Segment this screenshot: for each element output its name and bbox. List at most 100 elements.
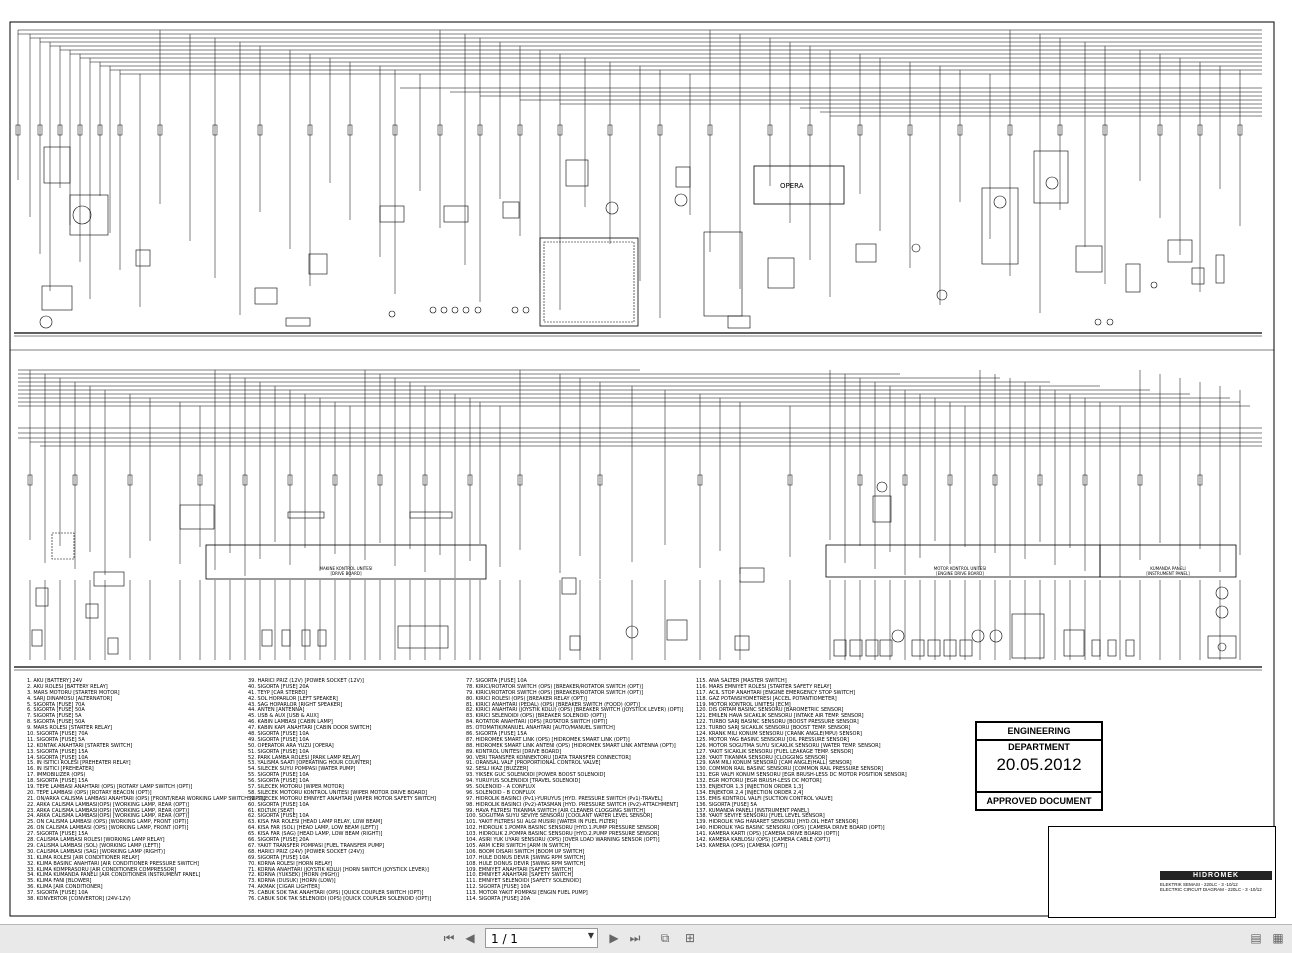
legend-item: 88. HIDROMEK SMART LINK ANTENI (OPS) [HI… (466, 742, 676, 749)
single-page-view-button[interactable]: ▤ (1248, 930, 1264, 946)
legend-item: 132. EGR MOTORU [EGR BRUSH-LESS DC MOTOR… (696, 778, 822, 785)
legend-item: 63. KISA FAR ROLESI [HEAD LAMP RELAY, LO… (248, 819, 383, 826)
stamp-date: 20.05.2012 (996, 755, 1082, 774)
page-number-input[interactable] (489, 930, 581, 948)
legend-item: 37. SIGORTA [FUSE] 10A (27, 890, 88, 897)
legend-item: 138. YAKIT SEVIYE SENSORU [FUEL LEVEL SE… (696, 813, 825, 820)
legend-item: 86. SIGORTA [FUSE] 15A (466, 731, 527, 738)
legend-item: 33. KLIMA KOMPRASORU [AIR CONDITIONER CO… (27, 866, 177, 873)
legend-item: 122. TURBO SARJ BASINC SENSORU [BOOST PR… (696, 719, 859, 726)
legend-item: 108. HULE DONUS DEVIR [SWING RPM SWITCH] (466, 860, 586, 867)
legend-item: 83. KIRICI SELENOIDI (OPS) [BREAKER SOLE… (466, 713, 607, 720)
stamp-header: ENGINEERING DEPARTMENT (977, 723, 1101, 752)
legend-item: 45. USB & AUX [USB & AUX] (248, 713, 319, 720)
previous-page-button[interactable]: ◀ (462, 930, 478, 946)
legend-item: 54. SILECEK SUYU POMPASI [WATER PUMP] (248, 766, 356, 773)
first-page-icon: ⏮ (443, 931, 455, 945)
legend-item: 89. KONTROL UNITESI [DRIVE BOARD] (466, 748, 562, 755)
legend-item: 123. TURBO SARJ SICAKLIK SENSORU [BOOST … (696, 725, 851, 732)
legend-item: 47. KABIN KAPI ANAHTARI [CABIN DOOR SWIT… (248, 725, 372, 732)
legend-item: 128. YAKIT TIKANMA SENSORU [CLOGGING SEN… (696, 754, 828, 761)
legend-item: 73. KORNA (DUSUK) [HORN (LOW)] (248, 878, 336, 885)
brand-logo: HIDROMEK (1160, 871, 1272, 880)
legend-item: 49. SIGORTA [FUSE] 10A (248, 736, 309, 743)
last-page-icon: ⏭ (629, 931, 641, 945)
legend-item: 44. ANTEN [ANTENNA] (248, 707, 305, 714)
legend-item: 21. ON/ARKA CALISMA LAMBASI ANAHTARI (OP… (27, 795, 266, 802)
legend-item: 93. YIKSEK GUC SOLENOIDI [POWER BOOST SO… (466, 772, 606, 779)
previous-page-icon: ◀ (465, 931, 475, 945)
legend-item: 94. YURUYUS SOLENOIDI [TRAVEL SOLENOID] (466, 778, 581, 785)
copy-button[interactable]: ⧉ (657, 930, 673, 946)
legend-item: 78. KIRICI/ROTATOR SWITCH (OPS) [BREAKER… (466, 683, 644, 690)
legend-item: 5. SIGORTA [FUSE] 70A (27, 701, 85, 708)
last-page-button[interactable]: ⏭ (627, 930, 643, 946)
panel-unit-label: KUMANDA PANELI (1150, 566, 1185, 571)
engine-unit-label: MOTOR KONTROL UNITESI (934, 566, 986, 571)
next-page-button[interactable]: ▶ (606, 930, 622, 946)
legend-item: 125. MOTOR YAG BASINC SENSORU [OIL PRESS… (696, 736, 849, 743)
legend-item: 70. KORNA ROLESI [HORN RELAY] (248, 860, 333, 867)
sheet-frame (9, 21, 1275, 917)
legend-item: 92. SESLI IKAZ [BUZZER] (466, 766, 529, 773)
next-page-icon: ▶ (609, 931, 619, 945)
legend-item: 71. KORNA ANAHTARI (JOYSTIK KOLU) [HORN … (248, 866, 429, 873)
legend-item: 4. SARJ DINAMOSU [ALTERNATOR] (27, 695, 113, 702)
legend-item: 23. ARKA CALISMA LAMBASI(OPS) [WORKING L… (27, 807, 190, 814)
legend-item: 30. CALISMA LAMBASI (SAG) [WORKING LAMP … (27, 848, 165, 855)
opera-label: OPERA (780, 182, 804, 190)
legend-item: 104. ASIRI YUK UYARI SENSORU (OPS) [OVER… (466, 837, 660, 844)
legend-item: 91. ORANSAL VALF [PROPORTIONAL CONTROL V… (466, 760, 601, 767)
legend-item: 46. KABIN LAMBASI [CABIN LAMP] (248, 719, 333, 726)
legend-item: 24. ARKA CALISMA LAMBASI(OPS) [WORKING L… (27, 813, 190, 820)
legend-item: 20. TEPE LAMBASI (OPS) [ROTARY BEACON (O… (27, 789, 152, 796)
legend-item: 9. MARS ROLESI [STARTER RELAY] (27, 725, 113, 732)
legend-item: 38. KONVERTOR [CONVERTOR] (24V-12V) (27, 895, 131, 902)
legend-item: 130. COMMON RAIL BASINC SENSORU [COMMON … (696, 766, 884, 773)
legend-item: 85. OTOMATIK/MANUEL ANAHTARI [AUTO/MANUE… (466, 725, 615, 732)
legend-column-2: 39. HARICI PRIZ (12V) [POWER SOCKET (12V… (248, 678, 436, 903)
legend-item: 25. ON CALISMA LAMBASI (OPS) [WORKING LA… (27, 819, 189, 826)
legend-item: 43. SAG HOPARLOR [RIGHT SPEAKER] (248, 701, 343, 708)
legend-item: 1. AKU [BATTERY] 24V (27, 678, 83, 684)
legend-item: 119. MOTOR KONTROL UNITESI [ECM] (696, 701, 791, 708)
continuous-view-button[interactable]: ▦ (1270, 930, 1286, 946)
legend-item: 6. SIGORTA [FUSE] 50A (27, 707, 85, 714)
legend-item: 62. SIGORTA [FUSE] 10A (248, 813, 309, 820)
legend-item: 118. GAZ POTANSIYOMETRESI [ACCEL POTANTI… (696, 695, 837, 702)
legend-item: 127. YAKIT SICAKLIK SENSORU [FUEL LEAKAG… (696, 748, 854, 755)
legend-item: 22. ARKA CALISMA LAMBASI(OPS) [WORKING L… (27, 801, 190, 808)
legend-item: 111. EMNIYET SELENOIDI [SAFETY SOLENOID] (466, 878, 581, 885)
legend-item: 16. IN ISITICI [PREHEATER] (27, 766, 94, 773)
legend-item: 51. SIGORTA [FUSE] 10A (248, 748, 309, 755)
legend-item: 106. BOOM DISARI SWITCH [BOOM UP SWITCH] (466, 848, 585, 855)
legend-item: 100. SOGUTMA SUYU SEVIYE SENSORU [COOLAN… (466, 813, 653, 820)
legend-item: 136. SIGORTA [FUSE] 5A (696, 801, 757, 808)
legend-item: 75. CABUK SOK TAK ANAHTARI (OPS) [QUICK … (248, 890, 424, 897)
legend-item: 141. KAMERA KARTI (OPS) [CAMERA DRIVE BO… (696, 831, 840, 838)
legend-item: 115. ANA SALTER [MASTER SWITCH] (696, 678, 787, 684)
legend-item: 120. DIS ORTAM BASINC SENSORU [BAROMETRI… (696, 707, 844, 714)
page-selector[interactable]: ▼ (485, 928, 598, 948)
legend-item: 42. SOL HOPARLOR [LEFT SPEAKER] (248, 695, 338, 702)
legend-item: 13. SIGORTA [FUSE] 15A (27, 748, 88, 755)
legend-item: 90. VERI TRANSFER KONNEKTORU [DATA TRANS… (466, 754, 631, 761)
first-page-button[interactable]: ⏮ (441, 930, 457, 946)
legend-item: 48. SIGORTA [FUSE] 10A (248, 731, 309, 738)
legend-item: 99. HAVA FILTRESI TIKANMA SWITCH [AIR CL… (466, 807, 646, 814)
legend-item: 133. ENJEKTOR 1,3 [INJECTION ORDER 1,3] (696, 784, 804, 791)
legend-item: 109. EMNIYET ANAHTARI [SAFETY SWITCH] (466, 866, 574, 873)
single-page-icon: ▤ (1250, 931, 1262, 945)
legend-item: 53. YALISMA SAATI [OPERATING HOUR COUNTE… (248, 760, 372, 767)
legend-item: 139. HIDROLIK YAG HARARET SENSORU [HYD.O… (696, 819, 859, 826)
legend-item: 17. IMMOBILIZER (OPS) (27, 772, 86, 779)
legend-item: 114. SIGORTA [FUSE] 20A (466, 895, 531, 902)
chevron-down-icon[interactable]: ▼ (587, 931, 594, 940)
legend-item: 41. TEYP [CAR STEREO] (248, 689, 308, 696)
legend-item: 116. MARS EMNIYET ROLESI [STARTER SAFETY… (696, 683, 832, 690)
fit-page-button[interactable]: ⊞ (682, 930, 698, 946)
document-page: OPERA MAKINE KONTROL UNITESI [DRIVE BOAR… (0, 0, 1292, 924)
legend-item: 82. KIRICI ANAHTARI (JOYSTIK KOLU) (OPS)… (466, 707, 684, 714)
legend-item: 96. SOLENOID - B CONFLUX (466, 789, 536, 796)
